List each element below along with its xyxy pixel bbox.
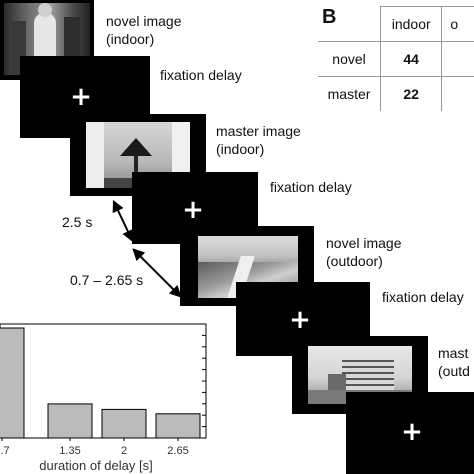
fixation-frame-4: + bbox=[346, 392, 474, 474]
fixation-cross-icon: + bbox=[182, 195, 204, 225]
x-tick-label: 2.65 bbox=[167, 445, 188, 457]
histogram-bar bbox=[0, 327, 25, 439]
x-tick-label: 1.35 bbox=[59, 445, 80, 457]
row-label-master: master bbox=[318, 76, 382, 111]
label-master-image-outdoor: mast (outd bbox=[438, 345, 470, 379]
label-fixation-delay-2: fixation delay bbox=[270, 179, 352, 195]
stimulus-duration-label: 2.5 s bbox=[62, 214, 93, 230]
x-tick-label: 2 bbox=[121, 445, 127, 457]
counts-table: indoor o novel 44 master 22 bbox=[318, 6, 474, 111]
delay-duration-histogram: 0.7 1.35 2 2.65 duration of delay [s] bbox=[0, 323, 207, 473]
cell-novel-indoor: 44 bbox=[380, 41, 443, 77]
label-novel-image-outdoor: novel image (outdoor) bbox=[326, 235, 402, 269]
x-axis-label: duration of delay [s] bbox=[39, 458, 152, 473]
fixation-cross-icon: + bbox=[401, 417, 423, 447]
cell-master-indoor: 22 bbox=[380, 76, 443, 111]
table-row: novel 44 bbox=[318, 41, 474, 77]
fixation-cross-icon: + bbox=[70, 82, 92, 112]
table-row: master 22 bbox=[318, 76, 474, 111]
stimulus-duration-arrow bbox=[112, 199, 134, 243]
label-novel-image-indoor: novel image (indoor) bbox=[106, 13, 182, 47]
histogram-bar bbox=[47, 403, 93, 439]
label-fixation-delay-3: fixation delay bbox=[382, 289, 464, 305]
fixation-cross-icon: + bbox=[289, 305, 311, 335]
label-master-image-indoor: master image (indoor) bbox=[216, 123, 301, 157]
col-header-outdoor: o bbox=[441, 6, 474, 42]
histogram-bar bbox=[155, 413, 201, 439]
label-fixation-delay-1: fixation delay bbox=[160, 67, 242, 83]
table-header-row: indoor o bbox=[318, 6, 474, 42]
x-tick-label: 0.7 bbox=[0, 445, 10, 457]
histogram-bar bbox=[101, 408, 147, 439]
row-label-novel: novel bbox=[318, 41, 382, 77]
col-header-indoor: indoor bbox=[380, 6, 443, 42]
delay-duration-label: 0.7 – 2.65 s bbox=[70, 272, 144, 288]
